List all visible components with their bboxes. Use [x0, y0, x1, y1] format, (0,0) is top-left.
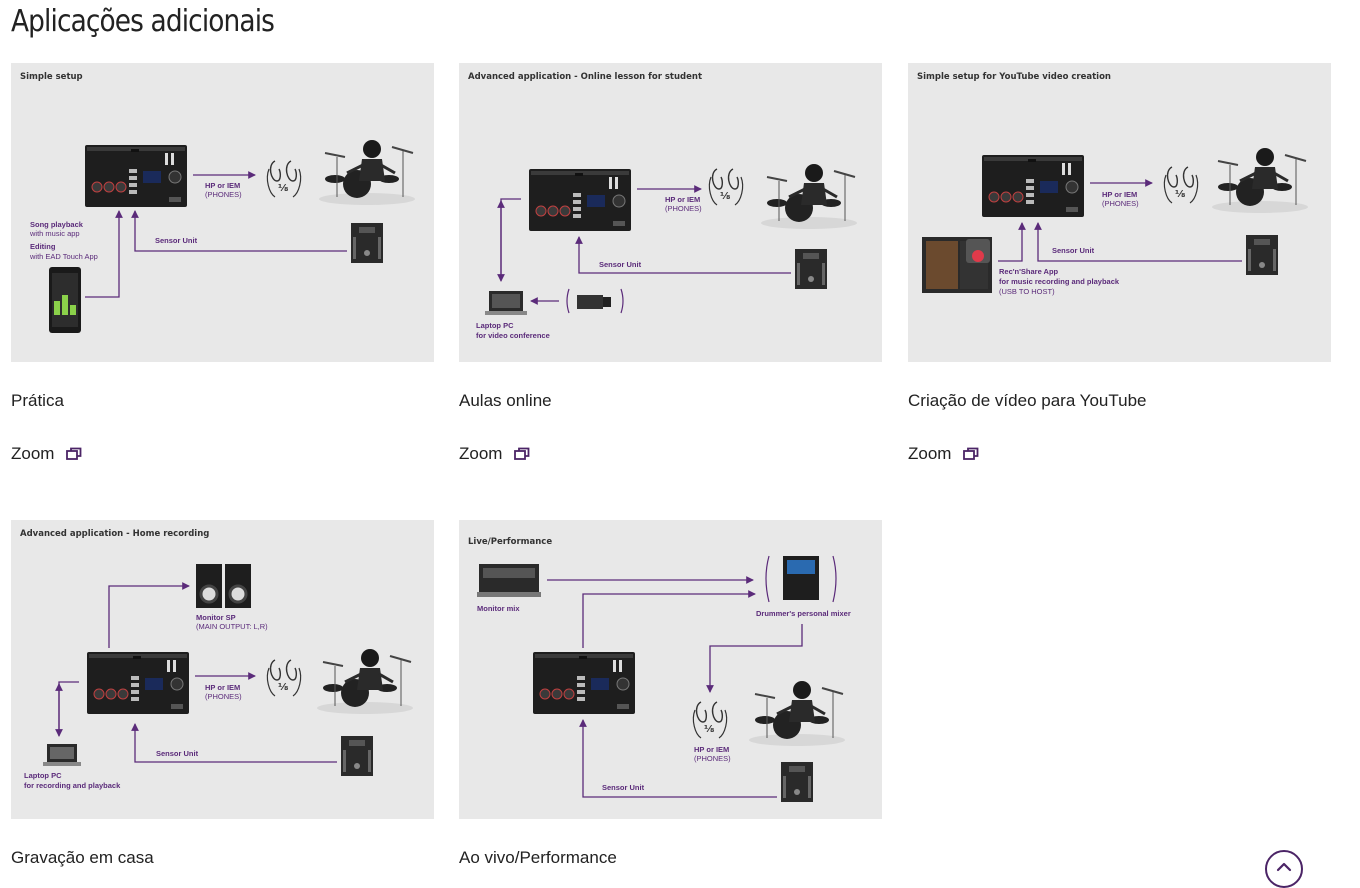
- card-caption: Aulas online: [459, 391, 552, 410]
- hp-label: HP or IEM: [694, 745, 729, 754]
- drum-kit-icon: [747, 679, 847, 748]
- phones-label: (PHONES): [694, 754, 731, 763]
- earphones-icon: [1163, 166, 1199, 204]
- laptop-label: Laptop PC: [476, 321, 514, 330]
- laptop-icon: [43, 744, 81, 766]
- ead-module-icon: [86, 651, 190, 715]
- zoom-label: Zoom: [11, 444, 55, 463]
- editing-label: Editing: [30, 242, 56, 251]
- sensor-label: Sensor Unit: [156, 749, 199, 758]
- diagram-youtube-creation: Simple setup for YouTube video creation …: [908, 63, 1331, 362]
- phones-label: (PHONES): [665, 204, 702, 213]
- diagram-home-recording: Advanced application - Home recording HP…: [11, 520, 434, 819]
- hp-label: HP or IEM: [1102, 190, 1137, 199]
- zoom-window-icon: [963, 447, 979, 460]
- sensor-label: Sensor Unit: [599, 260, 642, 269]
- earphones-icon: [708, 168, 744, 206]
- ead-module-icon: [532, 651, 636, 715]
- camcorder-icon: [566, 288, 624, 314]
- tablet-app-icon: [922, 237, 992, 293]
- diagram-title: Live/Performance: [468, 537, 552, 547]
- laptop-label: Laptop PC: [24, 771, 62, 780]
- monitor-label: Monitor SP: [196, 613, 236, 622]
- card-caption: Ao vivo/Performance: [459, 848, 617, 867]
- sensor-unit-icon: [781, 762, 813, 802]
- drum-kit-icon: [315, 647, 415, 716]
- scroll-to-top-button[interactable]: [1265, 850, 1303, 888]
- app-sub2: (USB TO HOST): [999, 287, 1055, 296]
- sensor-label: Sensor Unit: [1052, 246, 1095, 255]
- zoom-window-icon: [514, 447, 530, 460]
- sensor-unit-icon: [341, 736, 373, 776]
- sensor-label: Sensor Unit: [155, 236, 198, 245]
- app-label: Rec'n'Share App: [999, 267, 1059, 276]
- monitor-sub: (MAIN OUTPUT: L,R): [196, 622, 268, 631]
- personal-mixer-icon: [765, 555, 837, 603]
- sensor-unit-icon: [795, 249, 827, 289]
- drum-kit-icon: [759, 162, 859, 231]
- ead-module-icon: [981, 154, 1085, 218]
- hp-label: HP or IEM: [205, 181, 240, 190]
- app-sub: for music recording and playback: [999, 277, 1120, 286]
- zoom-label: Zoom: [908, 444, 952, 463]
- song-playback-label: Song playback: [30, 220, 84, 229]
- diagram-title: Advanced application - Home recording: [20, 529, 209, 539]
- zoom-link[interactable]: Zoom: [11, 444, 82, 464]
- monitor-mix-console-icon: [477, 564, 541, 597]
- zoom-window-icon: [66, 447, 82, 460]
- phones-label: (PHONES): [205, 692, 242, 701]
- drum-kit-icon: [1210, 146, 1310, 215]
- sensor-label: Sensor Unit: [602, 783, 645, 792]
- ead-module-icon: [84, 144, 188, 208]
- monitor-speakers-icon: [196, 564, 251, 608]
- monitor-mix-label: Monitor mix: [477, 604, 520, 613]
- mixer-label: Drummer's personal mixer: [756, 609, 851, 618]
- diagram-simple-setup: Simple setup HP or IEM (PHONES) Sensor U…: [11, 63, 434, 362]
- phones-label: (PHONES): [205, 190, 242, 199]
- sensor-unit-icon: [351, 223, 383, 263]
- editing-sub: with EAD Touch App: [29, 252, 98, 261]
- song-playback-sub: with music app: [29, 229, 80, 238]
- smartphone-icon: [49, 267, 81, 333]
- hp-label: HP or IEM: [205, 683, 240, 692]
- phones-label: (PHONES): [1102, 199, 1139, 208]
- zoom-link[interactable]: Zoom: [459, 444, 530, 464]
- laptop-sub: for video conference: [476, 331, 550, 340]
- hp-label: HP or IEM: [665, 195, 700, 204]
- sensor-unit-icon: [1246, 235, 1278, 275]
- diagram-title: Simple setup: [20, 72, 83, 82]
- earphones-icon: [266, 659, 302, 697]
- diagram-online-lesson: Advanced application - Online lesson for…: [459, 63, 882, 362]
- laptop-icon: [485, 291, 527, 315]
- card-caption: Prática: [11, 391, 64, 410]
- zoom-link[interactable]: Zoom: [908, 444, 979, 464]
- ead-module-icon: [528, 168, 632, 232]
- diagram-title: Simple setup for YouTube video creation: [917, 72, 1111, 82]
- diagram-live-performance: Live/Performance Monitor mix Drummer's p…: [459, 520, 882, 819]
- laptop-sub: for recording and playback: [24, 781, 121, 790]
- card-caption: Criação de vídeo para YouTube: [908, 391, 1147, 410]
- earphones-icon: [692, 701, 728, 739]
- diagram-title: Advanced application - Online lesson for…: [468, 72, 702, 82]
- zoom-label: Zoom: [459, 444, 503, 463]
- drum-kit-icon: [317, 138, 417, 207]
- chevron-up-icon: [1276, 862, 1292, 872]
- page-title: Aplicações adicionais: [11, 4, 275, 39]
- card-caption: Gravação em casa: [11, 848, 154, 867]
- earphones-icon: [266, 160, 302, 198]
